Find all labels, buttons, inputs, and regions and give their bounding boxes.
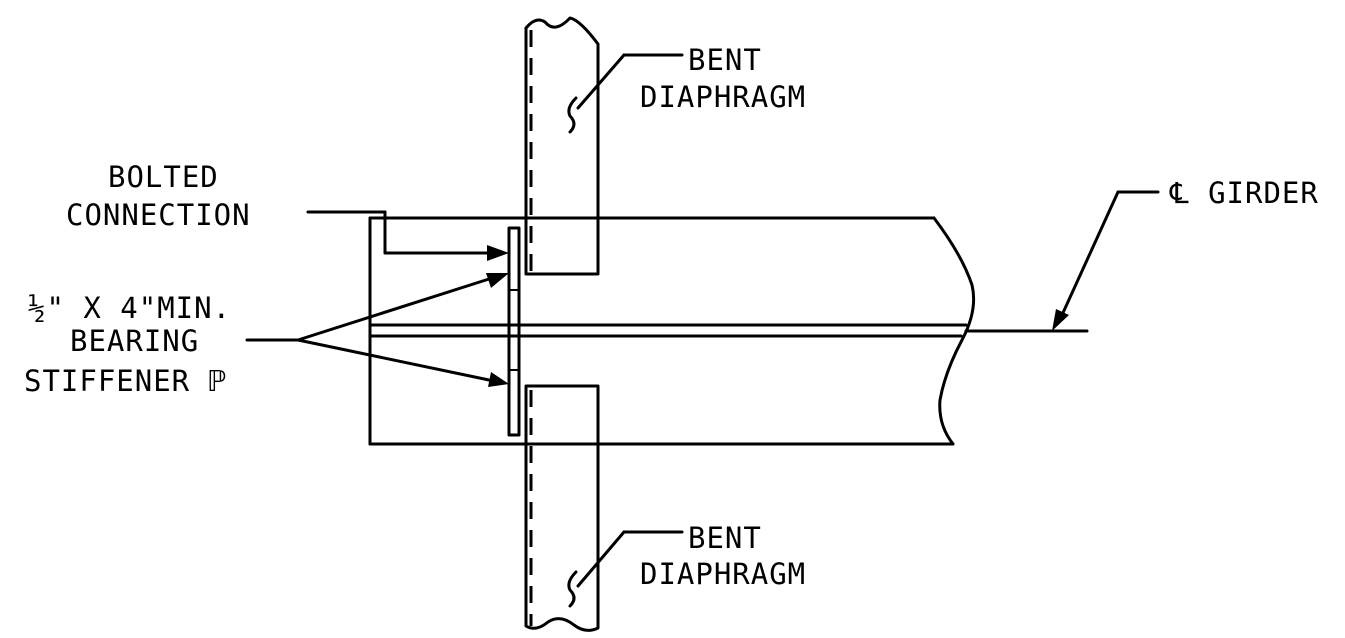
label-bent-top-line2: DIAPHRAGM: [640, 80, 806, 114]
label-centerline-girder: ℄ GIRDER: [1169, 176, 1319, 210]
lower-bent-diaphragm: [524, 384, 600, 632]
label-bent-bottom-line1: BENT: [688, 521, 762, 555]
label-stiffener-line2: BEARING: [70, 324, 199, 358]
label-bent-bottom-line2: DIAPHRAGM: [640, 557, 806, 591]
break-symbol-top: [567, 96, 578, 134]
bearing-stiffener-plate: [507, 226, 521, 437]
girder-web: [368, 323, 968, 338]
girder-outline: [368, 216, 976, 446]
label-bolted-line2: CONNECTION: [66, 198, 251, 232]
label-bent-top-line1: BENT: [688, 43, 762, 77]
label-bolted-line1: BOLTED: [108, 160, 219, 194]
leader-bearing-stiffener: [245, 273, 509, 387]
upper-bent-diaphragm: [524, 16, 600, 276]
label-stiffener-line3: STIFFENER ℙ: [24, 364, 227, 398]
leader-bent-diaphragm-top: [576, 53, 684, 110]
leader-bolted-connection: [306, 210, 509, 261]
label-stiffener-size: ½" X 4"MIN.: [28, 291, 231, 325]
leader-bent-diaphragm-bottom: [576, 530, 684, 588]
leader-centerline-girder: [1052, 190, 1160, 331]
break-symbol-bottom: [567, 570, 578, 608]
